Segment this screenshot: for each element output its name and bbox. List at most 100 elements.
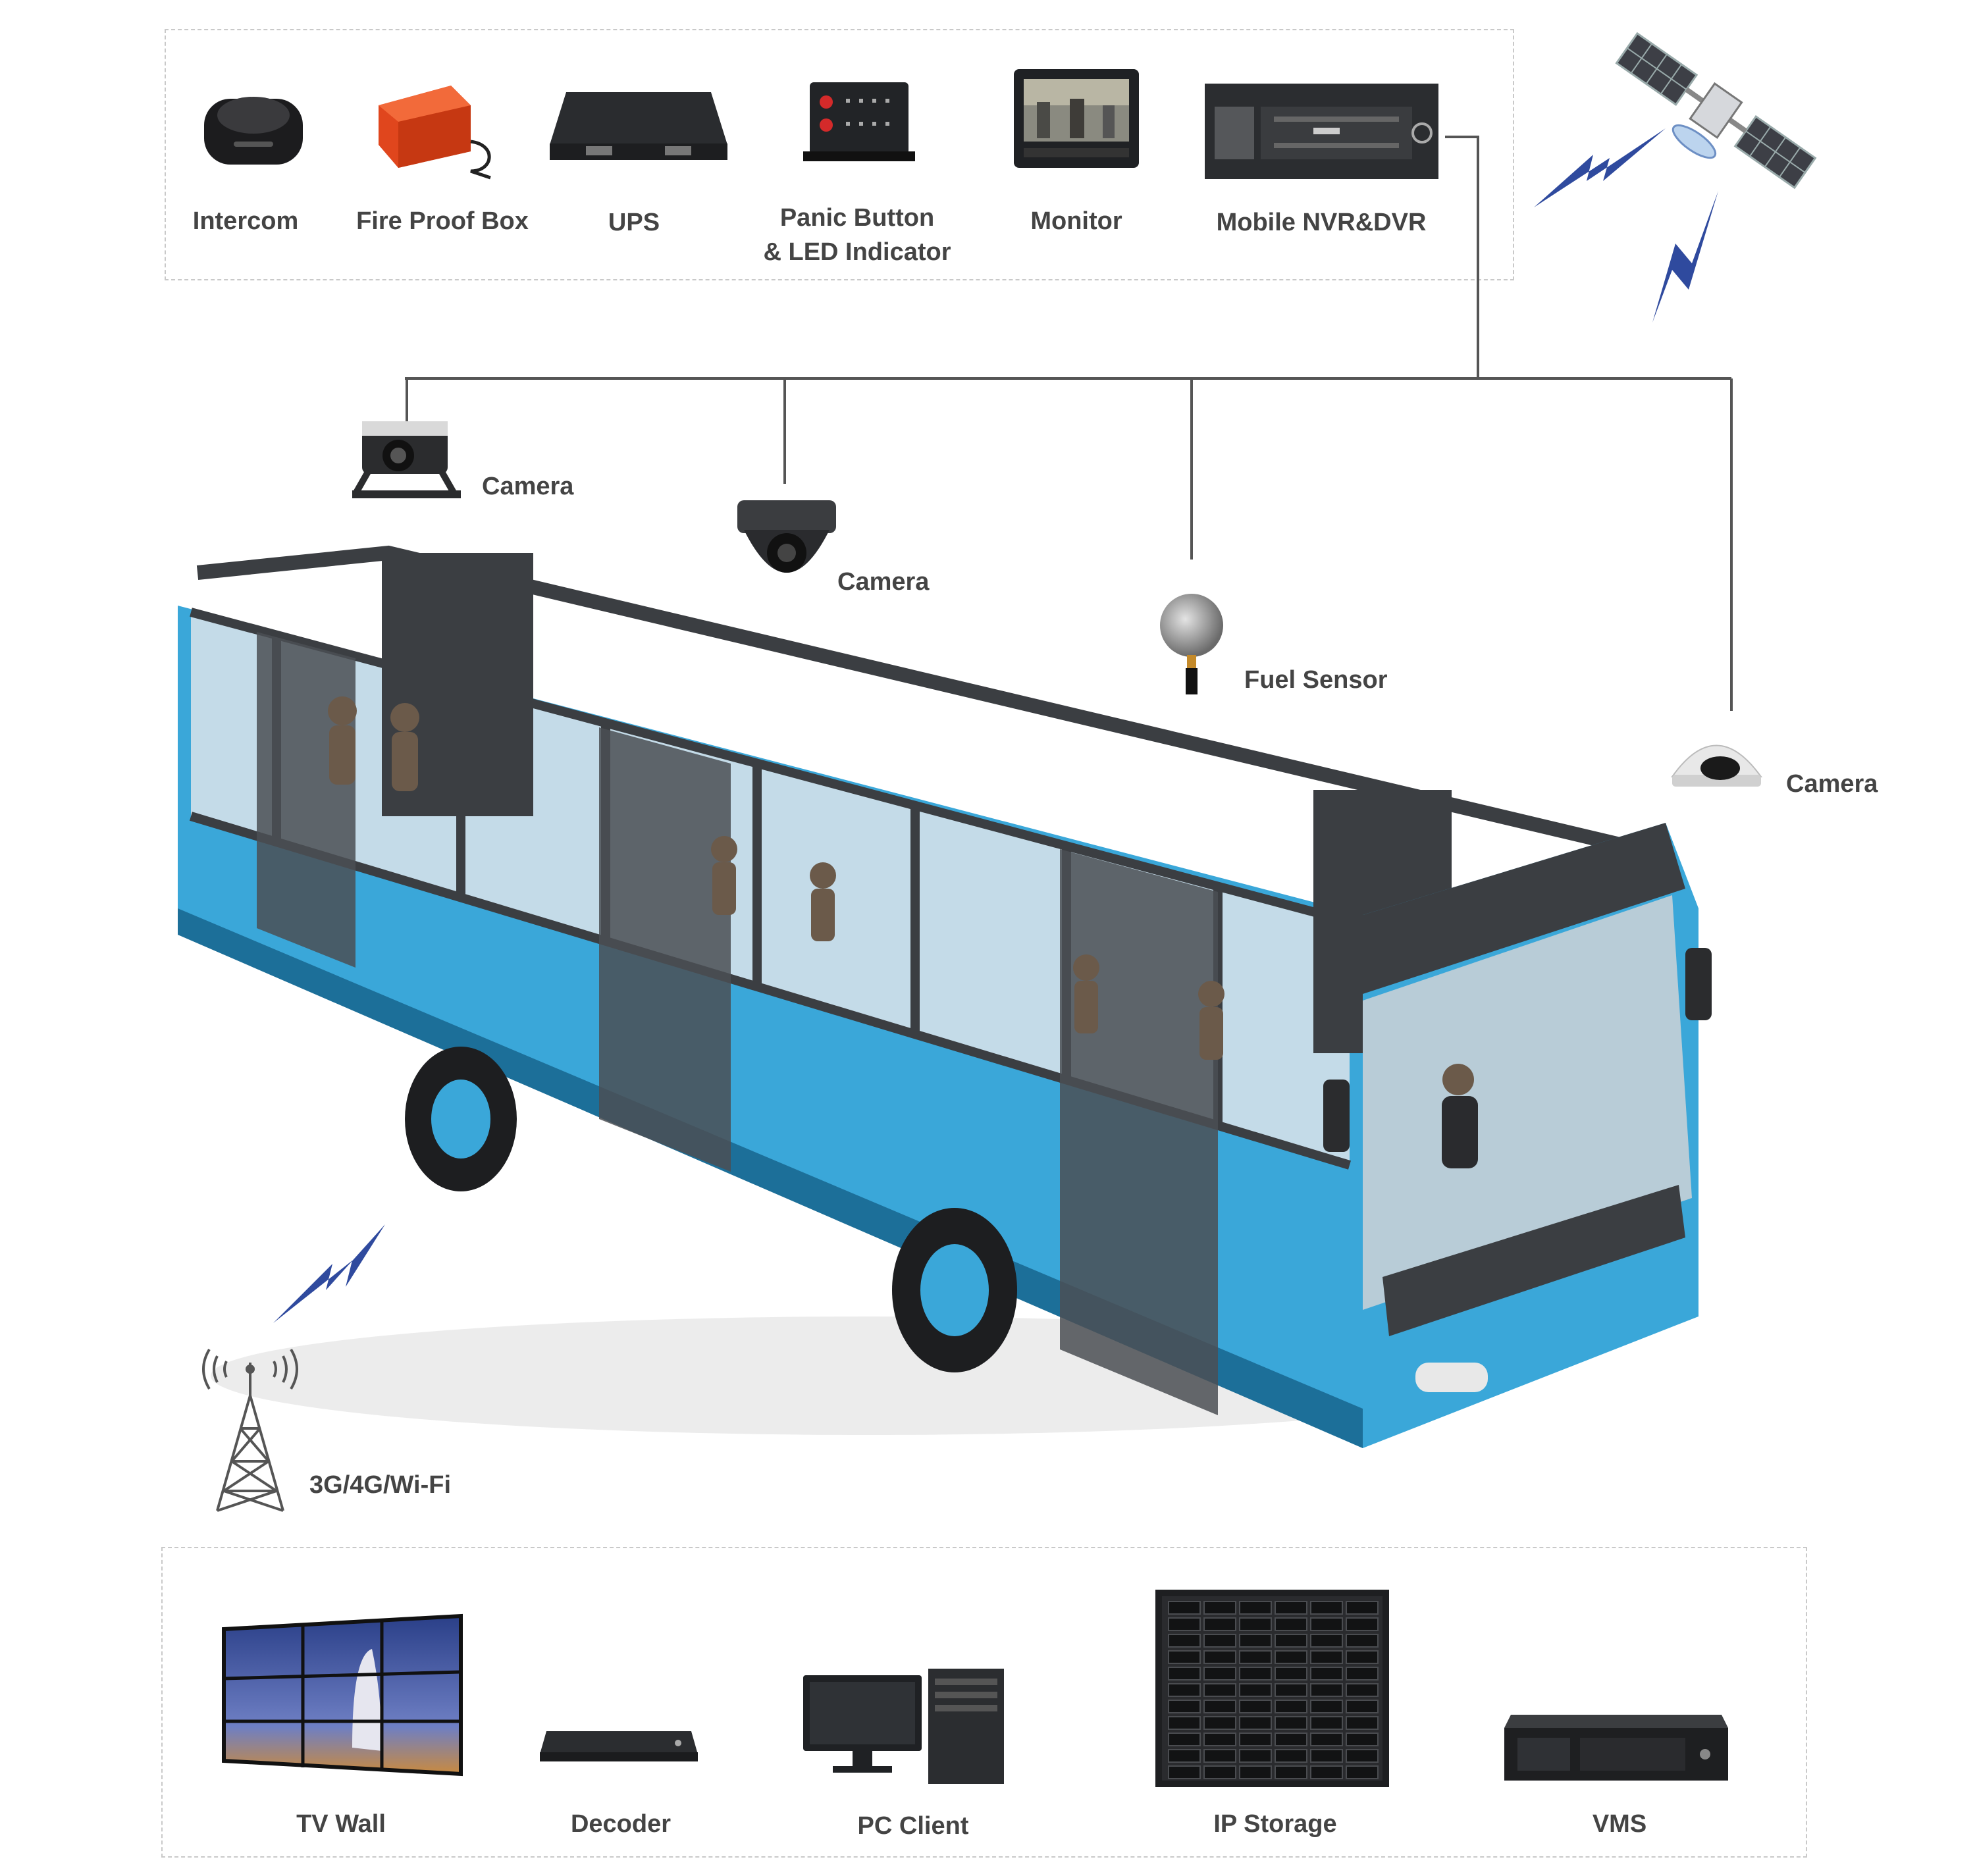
decoder-icon: [540, 1731, 698, 1761]
intercom-label: Intercom: [192, 207, 299, 235]
drive-bay: [1203, 1749, 1236, 1763]
box-camera-icon: [352, 421, 461, 498]
drive-bay: [1346, 1716, 1379, 1730]
ups-label: UPS: [608, 209, 660, 236]
network-label: 3G/4G/Wi-Fi: [309, 1471, 452, 1499]
drive-bay: [1168, 1634, 1201, 1648]
drive-bay: [1239, 1700, 1272, 1713]
drive-bay: [1239, 1765, 1272, 1779]
satellite-signal-down-icon: [1652, 191, 1718, 323]
drive-bay: [1310, 1700, 1343, 1713]
drive-bay: [1203, 1634, 1236, 1648]
drive-bay: [1310, 1716, 1343, 1730]
drive-bay: [1203, 1617, 1236, 1631]
drive-bay: [1275, 1749, 1307, 1763]
drive-bay: [1203, 1667, 1236, 1681]
drive-bay: [1239, 1667, 1272, 1681]
drive-bay: [1239, 1650, 1272, 1664]
drive-bay: [1239, 1716, 1272, 1730]
drive-bay: [1168, 1716, 1201, 1730]
mobile-nvr-icon: [1205, 84, 1438, 179]
drive-bay: [1168, 1601, 1201, 1615]
camera-1-label: Camera: [482, 473, 574, 500]
fuel-sensor-label: Fuel Sensor: [1244, 666, 1388, 694]
drive-bay: [1168, 1733, 1201, 1746]
drive-bay: [1168, 1650, 1201, 1664]
onboard-devices-panel: [165, 29, 1514, 280]
drive-bay: [1275, 1601, 1307, 1615]
drive-bay: [1203, 1765, 1236, 1779]
drive-bay: [1346, 1733, 1379, 1746]
drive-bay: [1346, 1634, 1379, 1648]
tv-wall-label: TV Wall: [296, 1810, 386, 1838]
drive-bay: [1168, 1700, 1201, 1713]
drive-bay: [1168, 1765, 1201, 1779]
drive-bay: [1203, 1700, 1236, 1713]
drive-bay: [1239, 1683, 1272, 1697]
drive-bay: [1239, 1617, 1272, 1631]
panic-button-icon: [803, 82, 915, 161]
mobile-nvr-label: Mobile NVR&DVR: [1216, 209, 1427, 236]
drive-bay: [1346, 1700, 1379, 1713]
drive-bay: [1168, 1617, 1201, 1631]
ups-icon: [550, 92, 727, 160]
monitor-icon: [1014, 69, 1139, 168]
drive-bay: [1275, 1617, 1307, 1631]
drive-bay: [1275, 1650, 1307, 1664]
satellite-signal-left-icon: [1534, 128, 1666, 207]
drive-bay: [1310, 1634, 1343, 1648]
panic-button-label-line1: Panic Button: [779, 204, 935, 232]
drive-bay: [1310, 1733, 1343, 1746]
drive-bay: [1275, 1667, 1307, 1681]
drive-bay: [1346, 1749, 1379, 1763]
drive-bay: [1203, 1716, 1236, 1730]
connection-lines: [405, 136, 1733, 711]
intercom-icon: [204, 97, 303, 165]
camera-2-label: Camera: [837, 568, 930, 596]
drive-bay: [1275, 1716, 1307, 1730]
tower-signal-icon: [273, 1224, 385, 1323]
satellite-icon: [1615, 32, 1817, 190]
drive-bay: [1310, 1650, 1343, 1664]
drive-bay: [1203, 1733, 1236, 1746]
drive-bay: [1203, 1650, 1236, 1664]
vms-icon: [1504, 1715, 1728, 1781]
fire-proof-box-icon: [379, 86, 491, 180]
drive-bay: [1168, 1683, 1201, 1697]
tv-wall-icon: [222, 1613, 463, 1777]
drive-bay: [1310, 1683, 1343, 1697]
pc-client-label: PC Client: [857, 1812, 969, 1840]
drive-bay: [1203, 1601, 1236, 1615]
monitor-label: Monitor: [1030, 207, 1122, 235]
ip-storage-label: IP Storage: [1213, 1810, 1337, 1838]
drive-bay: [1239, 1601, 1272, 1615]
drive-bay: [1168, 1667, 1201, 1681]
drive-bay: [1346, 1765, 1379, 1779]
drive-bay: [1239, 1749, 1272, 1763]
drive-bay: [1346, 1617, 1379, 1631]
drive-bay: [1346, 1683, 1379, 1697]
pc-client-icon: [803, 1669, 1004, 1784]
dome-camera-icon: [1671, 744, 1762, 787]
panic-button-label-line2: & LED Indicator: [763, 238, 951, 266]
drive-bay: [1310, 1749, 1343, 1763]
fuel-sensor-icon: [1160, 594, 1223, 694]
drive-bay: [1239, 1634, 1272, 1648]
drive-bay: [1275, 1700, 1307, 1713]
drive-bay: [1310, 1601, 1343, 1615]
drive-bay: [1275, 1765, 1307, 1779]
bus-illustration: [178, 545, 1712, 1448]
drive-bay: [1310, 1667, 1343, 1681]
vms-label: VMS: [1592, 1810, 1647, 1838]
platform-panel: [161, 1547, 1807, 1858]
drive-bay: [1203, 1683, 1236, 1697]
turret-camera-icon: [737, 500, 836, 573]
drive-bay: [1310, 1617, 1343, 1631]
drive-bay: [1346, 1601, 1379, 1615]
drive-bay: [1239, 1733, 1272, 1746]
drive-bay: [1168, 1749, 1201, 1763]
drive-bay: [1346, 1650, 1379, 1664]
drive-bay: [1275, 1634, 1307, 1648]
drive-bay: [1275, 1733, 1307, 1746]
drive-bay: [1275, 1683, 1307, 1697]
